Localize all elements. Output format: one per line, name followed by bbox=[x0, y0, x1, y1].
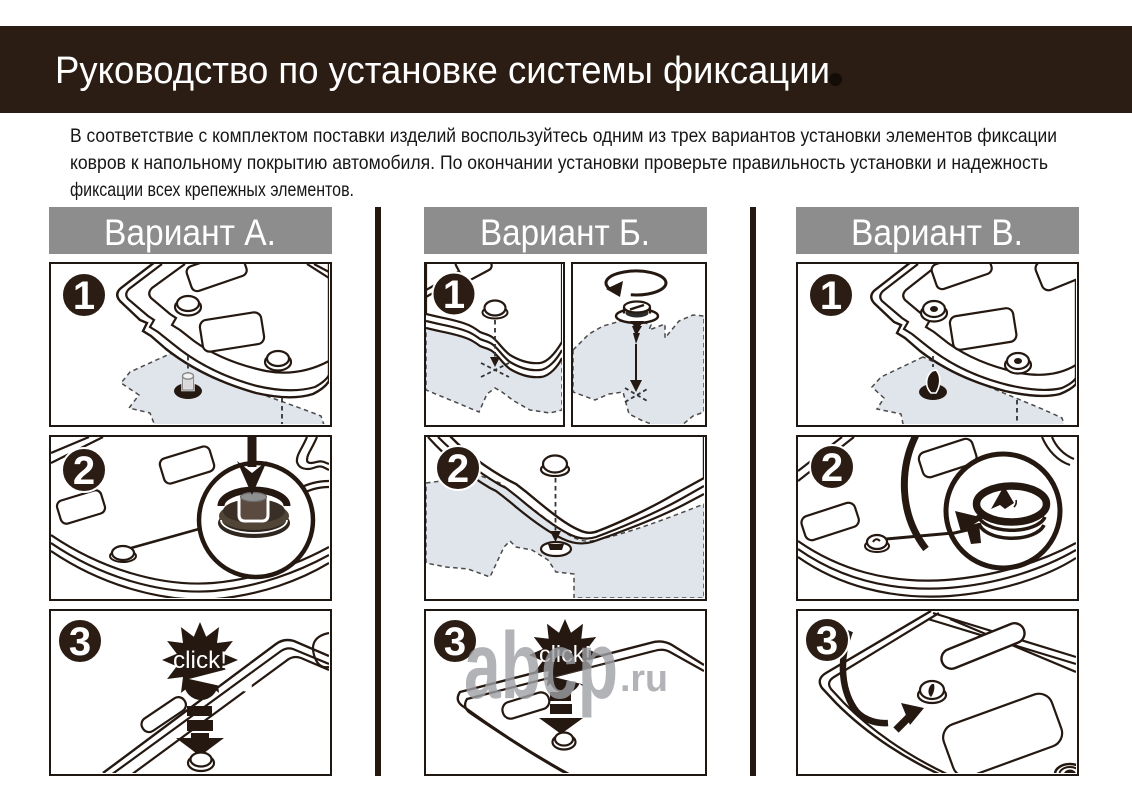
svg-text:Руководство по установке систе: Руководство по установке системы фиксаци… bbox=[55, 50, 830, 92]
svg-text:2: 2 bbox=[821, 446, 843, 490]
svg-text:ковров к напольному покрытию а: ковров к напольному покрытию автомобиля.… bbox=[70, 152, 1048, 174]
svg-text:1: 1 bbox=[820, 274, 842, 318]
svg-text:2: 2 bbox=[447, 447, 469, 491]
svg-text:click!: click! bbox=[539, 641, 591, 667]
svg-text:Вариант А.: Вариант А. bbox=[104, 212, 276, 253]
svg-text:Вариант В.: Вариант В. bbox=[851, 212, 1023, 253]
svg-text:Вариант Б.: Вариант Б. bbox=[480, 212, 650, 253]
svg-text:3: 3 bbox=[444, 620, 466, 664]
svg-text:В соответствие с комплектом по: В соответствие с комплектом поставки изд… bbox=[70, 125, 1057, 147]
svg-text:2: 2 bbox=[73, 449, 95, 493]
svg-text:фиксации всех крепежных элемен: фиксации всех крепежных элементов. bbox=[70, 179, 354, 201]
svg-text:1: 1 bbox=[443, 273, 465, 317]
svg-text:3: 3 bbox=[816, 619, 838, 663]
svg-text:1: 1 bbox=[73, 274, 95, 318]
svg-text:3: 3 bbox=[69, 620, 91, 664]
svg-text:click!: click! bbox=[173, 647, 227, 674]
